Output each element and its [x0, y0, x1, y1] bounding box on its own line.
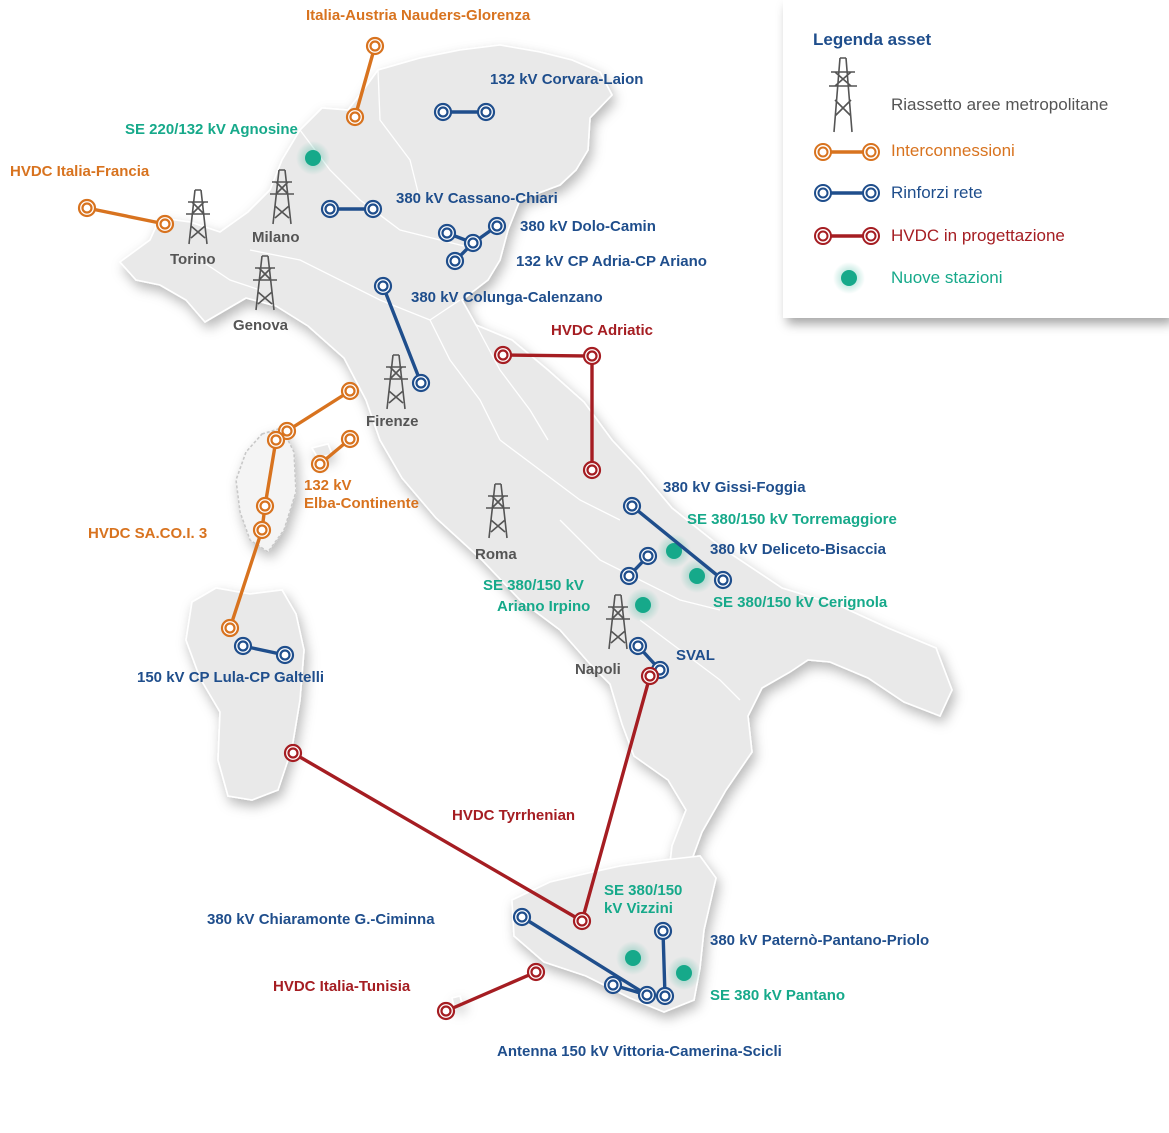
label-deliceto: 380 kV Deliceto-Bisaccia: [710, 541, 886, 558]
label-lula: 150 kV CP Lula-CP Galtelli: [137, 669, 325, 686]
pylon-icons: [186, 169, 630, 650]
station-torremaggiore: [657, 534, 691, 568]
city-label-genova: Genova: [233, 317, 289, 334]
pylon-icon: [186, 189, 210, 245]
label-vizzini-2: kV Vizzini: [604, 900, 673, 917]
legend-item-rinforzi: Rinforzi rete: [891, 183, 983, 202]
station-pantano: [667, 956, 701, 990]
line-italia-francia: [85, 206, 167, 226]
station-agnosine: [296, 141, 330, 175]
terminals: [77, 36, 733, 1021]
line-colunga: [381, 284, 423, 385]
legend-item-hvdc: HVDC in progettazione: [891, 226, 1065, 245]
city-label-napoli: Napoli: [575, 661, 621, 678]
label-elba-1: 132 kV: [304, 477, 352, 494]
label-sacoi: HVDC SA.CO.I. 3: [88, 525, 208, 542]
city-label-roma: Roma: [475, 546, 517, 563]
station-ariano-irpino: [626, 588, 660, 622]
new-stations: [296, 141, 714, 990]
label-gissi: 380 kV Gissi-Foggia: [663, 479, 806, 496]
line-hvdc-tunisia: [444, 970, 538, 1013]
label-pantano: SE 380 kV Pantano: [710, 987, 846, 1004]
city-label-torino: Torino: [170, 251, 216, 268]
label-corvara: 132 kV Corvara-Laion: [490, 71, 644, 88]
legend-item-interconnessioni: Interconnessioni: [891, 141, 1015, 160]
legend-item-riassetto: Riassetto aree metropolitane: [891, 95, 1109, 114]
label-torremaggiore: SE 380/150 kV Torremaggiore: [687, 511, 897, 528]
label-paterno: 380 kV Paternò-Pantano-Priolo: [710, 932, 930, 949]
label-colunga: 380 kV Colunga-Calenzano: [411, 289, 603, 306]
line-nauders: [353, 44, 377, 119]
sardinia: [185, 587, 305, 801]
land-masses: [118, 44, 953, 1013]
label-hvdc-tyrrhenian: HVDC Tyrrhenian: [452, 807, 576, 824]
pylon-icon: [606, 594, 630, 650]
legend-item-stazioni: Nuove stazioni: [891, 268, 1003, 287]
pylon-icon: [829, 57, 857, 133]
orange-link-icon: [814, 143, 880, 161]
label-cassano: 380 kV Cassano-Chiari: [396, 190, 558, 207]
pylon-icon: [384, 354, 408, 410]
pylon-icon: [270, 169, 294, 225]
label-ariano-1: SE 380/150 kV: [483, 577, 584, 594]
station-cerignola: [680, 559, 714, 593]
station-vizzini: [616, 941, 650, 975]
mainland-italy: [118, 44, 953, 882]
label-adria: 132 kV CP Adria-CP Ariano: [516, 253, 707, 270]
line-chiaramonte: [520, 915, 649, 997]
line-paterno: [661, 929, 667, 998]
label-vizzini-1: SE 380/150: [604, 882, 683, 899]
label-hvdc-tunisia: HVDC Italia-Tunisia: [273, 978, 411, 995]
blue-link-icon: [814, 184, 880, 202]
label-nauders: Italia-Austria Nauders-Glorenza: [306, 7, 531, 24]
label-italia-francia: HVDC Italia-Francia: [10, 163, 150, 180]
label-dolo: 380 kV Dolo-Camin: [520, 218, 656, 235]
legend-title: Legenda asset: [813, 30, 932, 49]
city-label-firenze: Firenze: [366, 413, 419, 430]
label-elba-2: Elba-Continente: [304, 495, 419, 512]
label-sval: SVAL: [676, 647, 715, 664]
label-cerignola: SE 380/150 kV Cerignola: [713, 594, 888, 611]
label-chiaramonte: 380 kV Chiaramonte G.-Ciminna: [207, 911, 435, 928]
pylon-icon: [486, 483, 510, 539]
pylon-icon: [253, 255, 277, 311]
label-ariano-2: Ariano Irpino: [497, 598, 591, 615]
station-dot-icon: [833, 262, 865, 294]
line-sacoi: [228, 389, 352, 630]
label-vittoria: Antenna 150 kV Vittoria-Camerina-Scicli: [497, 1043, 782, 1060]
city-label-milano: Milano: [252, 229, 300, 246]
line-gissi: [630, 504, 725, 582]
label-agnosine: SE 220/132 kV Agnosine: [125, 121, 298, 138]
legend-panel: Legenda asset Riassetto aree metropolita…: [783, 0, 1169, 318]
red-link-icon: [814, 227, 880, 245]
label-hvdc-adriatic: HVDC Adriatic: [551, 322, 653, 339]
